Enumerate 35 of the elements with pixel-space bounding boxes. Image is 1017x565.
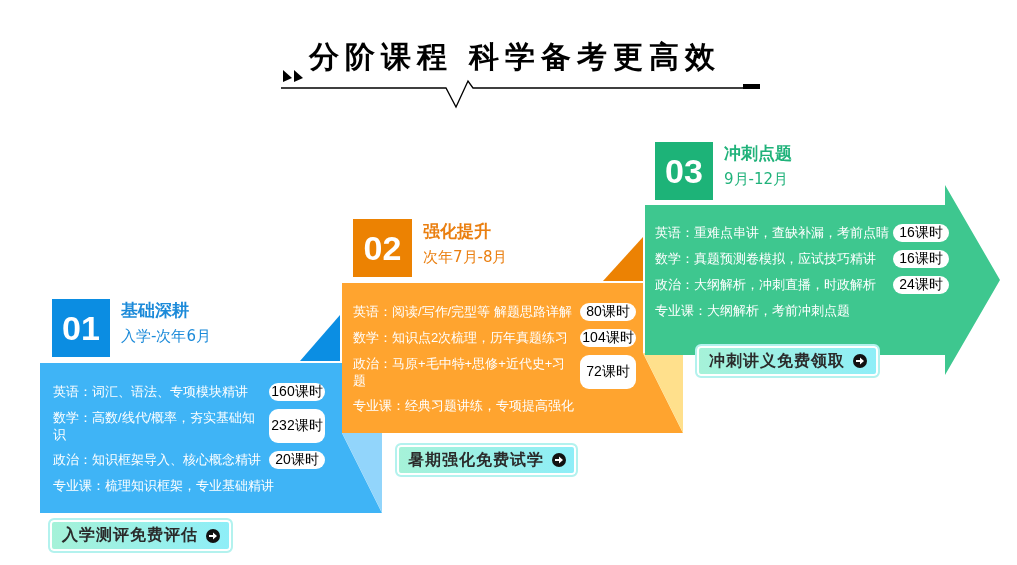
course-line: 政治：马原+毛中特+思修+近代史+习题 [353, 355, 567, 389]
hours-badge: 24课时 [893, 276, 949, 294]
course-line: 政治：知识框架导入、核心概念精讲 [53, 451, 262, 468]
stage-title: 基础深耕 [121, 299, 189, 321]
course-line: 专业课：经典习题讲练，专项提高强化 [353, 397, 574, 414]
hours-badge: 16课时 [893, 250, 949, 268]
course-line: 英语：阅读/写作/完型等 解题思路详解 [353, 303, 573, 320]
step-number-box: 02 [353, 219, 412, 277]
cta-button: 入学测评免费评估 [48, 518, 233, 553]
stage-period: 次年7月-8月 [423, 247, 508, 268]
course-line: 英语：词汇、语法、专项模块精讲 [53, 383, 249, 400]
course-line: 专业课：大纲解析，考前冲刺点题 [655, 302, 850, 319]
course-line: 政治：大纲解析，冲刺直播，时政解析 [655, 276, 877, 293]
hours-badge: 72课时 [580, 355, 636, 389]
cta-button: 冲刺讲义免费领取 [695, 344, 880, 378]
course-line: 数学：知识点2次梳理，历年真题练习 [353, 329, 570, 346]
course-line: 专业课：梳理知识框架，专业基础精讲 [53, 477, 274, 494]
course-line: 英语：重难点串讲，查缺补漏，考前点睛 [655, 224, 890, 241]
course-line: 数学：高数/线代/概率，夯实基础知识 [53, 409, 257, 443]
stage-title: 冲刺点题 [724, 142, 792, 164]
step-number-box: 01 [52, 299, 110, 357]
hours-badge: 232课时 [269, 409, 325, 443]
hours-badge: 80课时 [580, 303, 636, 321]
stage-period: 入学-次年6月 [121, 326, 211, 347]
hours-badge: 160课时 [269, 383, 325, 401]
page-title: 分阶课程 科学备考更高效 [309, 38, 722, 76]
stage-period: 9月-12月 [724, 169, 789, 190]
stage-title: 强化提升 [423, 220, 491, 242]
cta-button: 暑期强化免费试学 [395, 443, 578, 477]
course-line: 数学：真题预测卷模拟，应试技巧精讲 [655, 250, 877, 267]
hours-badge: 104课时 [580, 329, 636, 347]
hours-badge: 20课时 [269, 451, 325, 469]
step-number-box: 03 [655, 142, 713, 200]
hours-badge: 16课时 [893, 224, 949, 242]
arrow-panel [645, 185, 1000, 375]
